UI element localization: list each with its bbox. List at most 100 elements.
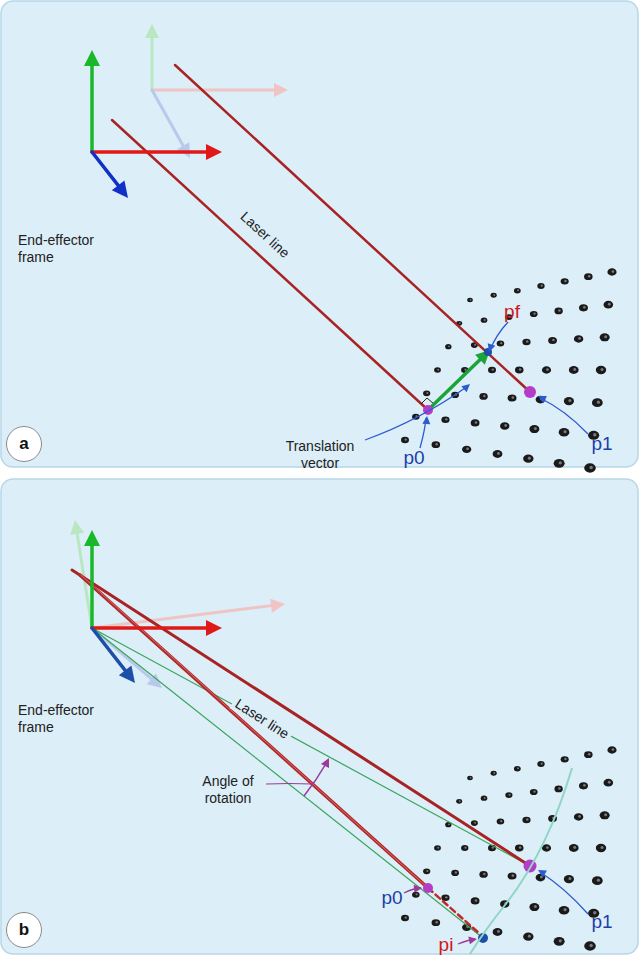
right-angle-mark bbox=[421, 398, 434, 404]
grid-dot-center bbox=[589, 466, 592, 469]
panel-letter-circle: b bbox=[6, 912, 42, 948]
grid-dot bbox=[423, 868, 430, 874]
grid-dot bbox=[554, 786, 562, 793]
grid-dot-center bbox=[519, 368, 522, 371]
arrowhead bbox=[274, 83, 288, 97]
arrowhead bbox=[538, 396, 547, 403]
grid-dot bbox=[515, 367, 524, 374]
grid-dot-center bbox=[608, 303, 611, 306]
point-label: p0 bbox=[381, 887, 402, 909]
arrowhead bbox=[70, 520, 84, 535]
grid-dot bbox=[401, 437, 409, 443]
grid-dot-center bbox=[583, 306, 586, 309]
arrow-shaft bbox=[151, 35, 154, 90]
grid-dot bbox=[529, 903, 539, 911]
arrowhead bbox=[206, 620, 222, 636]
grid-dot-center bbox=[483, 873, 486, 876]
grid-dot-center bbox=[533, 790, 535, 792]
grid-dot-center bbox=[558, 309, 561, 312]
grid-dot bbox=[508, 872, 517, 879]
leader-line bbox=[365, 386, 468, 440]
grid-dot-center bbox=[526, 340, 528, 342]
grid-dot-center bbox=[559, 461, 562, 464]
grid-dot bbox=[491, 293, 497, 298]
grid-dot bbox=[434, 845, 441, 850]
grid-dot bbox=[412, 892, 420, 898]
grid-dot bbox=[471, 419, 480, 426]
grid-dot bbox=[523, 455, 533, 463]
grid-dot-center bbox=[445, 418, 447, 420]
grid-dot-center bbox=[459, 322, 461, 324]
grid-dot-center bbox=[455, 871, 457, 873]
stroke bbox=[175, 65, 530, 392]
grid-dot-center bbox=[470, 299, 472, 301]
grid-dot bbox=[530, 789, 538, 795]
grid-dot-center bbox=[564, 758, 566, 760]
grid-dot-center bbox=[519, 846, 522, 849]
point-p1 bbox=[524, 386, 536, 398]
grid-dot-center bbox=[533, 312, 535, 314]
grid-dot bbox=[569, 844, 579, 852]
grid-dot bbox=[441, 416, 449, 423]
grid-dot bbox=[508, 394, 517, 401]
grid-dot-center bbox=[604, 813, 607, 816]
grid-dot bbox=[432, 919, 441, 926]
grid-dot-center bbox=[612, 270, 615, 273]
grid-dot bbox=[515, 845, 524, 852]
grid-dot-center bbox=[512, 874, 515, 877]
grid-dot-center bbox=[588, 753, 591, 756]
grid-dot-center bbox=[600, 846, 603, 849]
grid-dot-center bbox=[546, 368, 549, 371]
grid-dot-center bbox=[568, 399, 571, 402]
grid-dot-center bbox=[492, 368, 494, 370]
grid-dot bbox=[584, 751, 593, 758]
grid-dot bbox=[537, 761, 544, 767]
grid-dot-center bbox=[500, 342, 502, 344]
grid-dot bbox=[461, 845, 468, 851]
grid-dot-center bbox=[475, 899, 478, 902]
grid-dot-center bbox=[552, 339, 555, 342]
grid-dot bbox=[493, 450, 503, 458]
grid-dot bbox=[554, 937, 565, 946]
arrowhead bbox=[145, 24, 159, 38]
grid-dot-center bbox=[517, 767, 519, 769]
grid-dot bbox=[600, 811, 610, 819]
grid-dot-center bbox=[405, 438, 407, 440]
panel-letter: b bbox=[19, 920, 29, 940]
grid-dot bbox=[467, 776, 473, 780]
grid-dot-center bbox=[578, 337, 581, 340]
arrowhead bbox=[206, 144, 222, 160]
grid-dot bbox=[471, 820, 478, 826]
grid-dot-center bbox=[415, 893, 417, 895]
grid-dot bbox=[607, 268, 616, 275]
grid-dot bbox=[564, 875, 574, 883]
panel-letter: a bbox=[19, 434, 28, 454]
grid-dot-center bbox=[612, 748, 615, 751]
angle-arc bbox=[304, 762, 327, 796]
grid-dot bbox=[592, 876, 603, 885]
arrowhead bbox=[538, 870, 547, 877]
arrow-shaft bbox=[90, 543, 94, 628]
grid-dot bbox=[561, 756, 569, 762]
leader-line bbox=[540, 398, 588, 434]
grid-dot-center bbox=[445, 896, 447, 898]
grid-dot-center bbox=[437, 369, 439, 371]
arrowhead bbox=[422, 416, 430, 424]
grid-dot-center bbox=[588, 275, 591, 278]
grid-dot bbox=[554, 308, 562, 315]
arrow-shaft bbox=[92, 150, 209, 154]
dot-grid bbox=[401, 746, 617, 950]
grid-dot bbox=[574, 813, 583, 821]
grid-dot bbox=[584, 463, 596, 472]
grid-dot bbox=[584, 941, 596, 950]
grid-dot bbox=[600, 333, 610, 341]
vector-label: Translation vector bbox=[270, 438, 370, 472]
grid-dot bbox=[401, 915, 409, 921]
grid-dot-center bbox=[437, 847, 439, 849]
grid-dot bbox=[493, 928, 503, 936]
grid-dot bbox=[579, 782, 588, 789]
grid-dot-center bbox=[435, 443, 438, 446]
point-label: p1 bbox=[591, 911, 612, 933]
grid-dot-center bbox=[563, 430, 566, 433]
